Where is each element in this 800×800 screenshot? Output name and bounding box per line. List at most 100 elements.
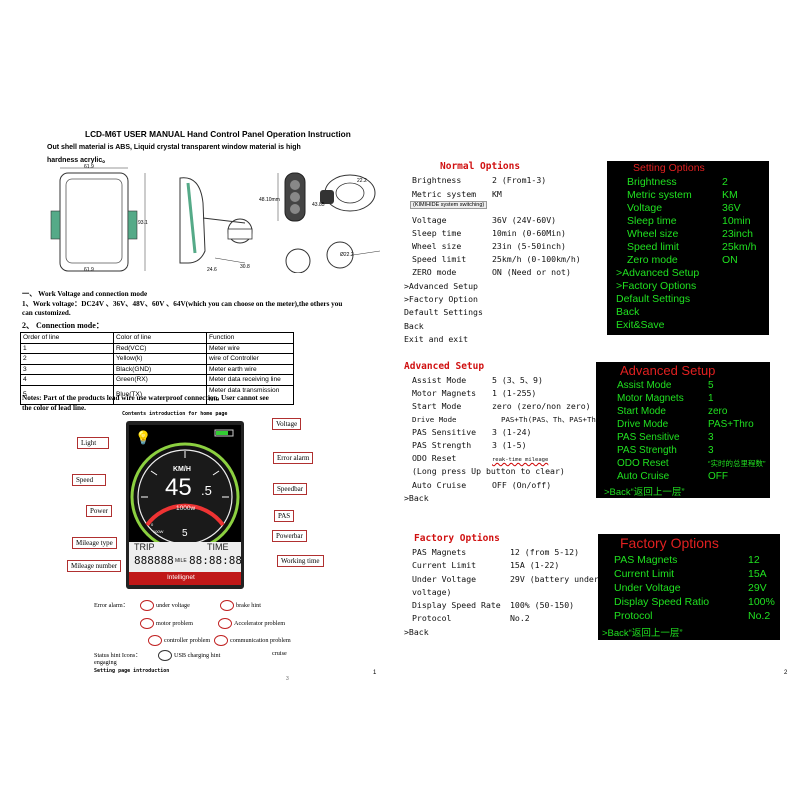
bottom-bar-label: Intellignet xyxy=(167,574,195,581)
section1-heading: 一、 Work Voltage and connection mode xyxy=(22,290,148,298)
kmih-switch-note: (KIMIHIDE system switching) xyxy=(410,201,488,209)
notes-line-2: the color of lead line. xyxy=(22,404,86,412)
status-hint-label: Status hint Icons： xyxy=(94,652,142,659)
hint-motor: motor problem xyxy=(140,618,193,629)
lcd-screen: 💡 KM/H 45 .5 1000w 5 0 100W TRIP TIME 88… xyxy=(129,425,242,585)
dim-ring: Ø22.2 xyxy=(340,252,354,258)
advanced-screen-back: >Back“返回上一层” xyxy=(604,487,685,498)
intro-line-2: hardness acrylic。 xyxy=(47,157,110,164)
usb-icon xyxy=(158,650,172,661)
hint-communication: communication problem xyxy=(214,635,291,646)
left-page-number-small: 3 xyxy=(286,676,289,682)
table-row: 1 Red(VCC) Meter wire xyxy=(20,342,294,354)
connection-table: Order of line Color of line Function 1 R… xyxy=(20,332,294,405)
left-page-number: 1 xyxy=(373,670,377,676)
normal-options-title: Normal Options xyxy=(440,161,521,172)
accelerator-icon xyxy=(218,618,232,629)
dim-bottom: 61.9 xyxy=(84,267,94,273)
table-cell: 1 xyxy=(20,342,114,354)
communication-problem-label: communication problem xyxy=(230,636,291,644)
advanced-screen-row: ODO Reset“实时的总里程数” xyxy=(617,458,766,469)
table-cell: 2 xyxy=(20,353,114,365)
gauge-low-label: 0 xyxy=(151,522,154,527)
callout-powerbar: Powerbar xyxy=(272,530,307,542)
dim-side: 93.1 xyxy=(138,220,148,226)
table-header: Function xyxy=(206,332,294,344)
table-cell: Meter wire xyxy=(206,342,294,354)
motor-problem-label: motor problem xyxy=(156,619,193,627)
table-row: 3 Black(GND) Meter earth wire xyxy=(20,363,294,375)
table-header-row: Order of line Color of line Function xyxy=(20,332,294,344)
engaging-label: engaging xyxy=(94,659,117,666)
speed-decimal: .5 xyxy=(201,483,212,498)
trip-value: 888888 xyxy=(134,554,174,567)
hint-controller: controller problem xyxy=(148,635,210,646)
time-label: TIME xyxy=(207,542,229,552)
callout-error-alarm: Error alarm xyxy=(273,452,314,464)
factory-options-title: Factory Options xyxy=(414,533,500,544)
table-header: Color of line xyxy=(113,332,207,344)
odo-long-press-note: (Long press Up button to clear) xyxy=(412,466,565,476)
dim-top: 61.9 xyxy=(84,164,94,170)
trip-unit: MILE xyxy=(175,558,187,564)
speed-gauge: 💡 xyxy=(130,429,240,552)
section1-text2: can customized. xyxy=(22,309,71,317)
usb-label: USB charging hint xyxy=(174,651,221,659)
advanced-setup-title: Advanced Setup xyxy=(404,361,485,372)
setting-link: Back xyxy=(616,306,640,318)
time-value: 88:88:88 xyxy=(189,554,242,567)
communication-icon xyxy=(214,635,228,646)
hint-accelerator: Accelerator problem xyxy=(218,618,285,629)
normal-link: Exit and exit xyxy=(404,334,469,344)
normal-link: >Advanced Setup xyxy=(404,281,478,291)
accelerator-problem-label: Accelerator problem xyxy=(234,619,286,627)
trip-label: TRIP xyxy=(134,542,155,552)
table-cell: Meter data transmission line xyxy=(206,384,294,405)
table-cell: 5 xyxy=(20,384,114,405)
speed-unit: KM/H xyxy=(173,466,191,473)
callout-mileage-type: Mileage type xyxy=(72,537,117,549)
factory-screen-back: >Back“返回上一层” xyxy=(602,628,683,639)
callout-speed: Speed xyxy=(72,474,106,486)
power-value: 1000w xyxy=(176,505,196,512)
table-header: Order of line xyxy=(20,332,114,344)
normal-link: Back xyxy=(404,321,424,331)
setting-link: >Advanced Setup xyxy=(616,267,700,279)
callout-power: Power xyxy=(86,505,112,517)
table-row: 2 Yellow(k) wire of Controller xyxy=(20,353,294,365)
speed-value: 45 xyxy=(165,474,192,501)
pas-value: 5 xyxy=(182,528,188,539)
error-alarm-label: Error alarm： xyxy=(94,602,129,609)
controller-icon xyxy=(148,635,162,646)
notes-line-1: Notes: Part of the products lead wire us… xyxy=(22,394,269,402)
callout-mileage-number: Mileage number xyxy=(67,560,122,572)
setting-screen-title: Setting Options xyxy=(633,162,705,174)
brake-hint-label: brake hint xyxy=(236,601,261,609)
advanced-screen-title: Advanced Setup xyxy=(620,363,716,378)
gauge-max-label: 100W xyxy=(153,529,164,534)
under-voltage-label: under voltage xyxy=(156,601,190,609)
dimension-drawings xyxy=(50,167,381,273)
setting-caption: Setting page introduction xyxy=(94,668,170,674)
dim-mid: 48.10mm xyxy=(259,197,280,203)
